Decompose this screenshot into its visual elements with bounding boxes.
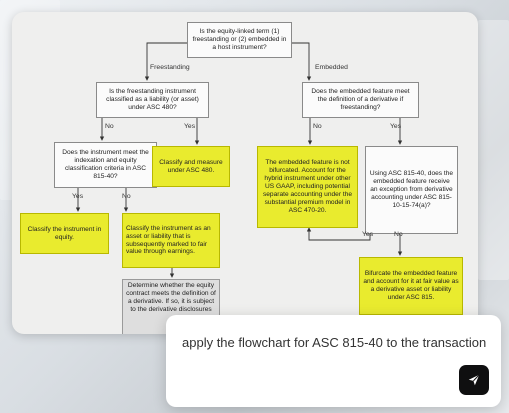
yes-label: Yes: [72, 193, 84, 200]
no-label: No: [313, 123, 322, 130]
exception-question-text: Using ASC 815-40, does the embedded feat…: [369, 170, 454, 209]
asset-liability-box: Classify the instrument as an asset or l…: [122, 213, 220, 268]
no-label: No: [394, 231, 403, 238]
embedded-label: Embedded: [315, 64, 348, 71]
embedded-derivative-question-box: Does the embedded feature meet the defin…: [302, 82, 419, 118]
yes-label: Yes: [362, 231, 374, 238]
start-question-text: Is the equity-linked term (1) freestandi…: [192, 28, 287, 51]
not-bifurcated-text: The embedded feature is not bifurcated. …: [262, 159, 353, 214]
classify-equity-text: Classify the instrument in equity.: [27, 225, 102, 241]
send-button[interactable]: [459, 365, 489, 395]
flowchart-connectors: [75, 42, 403, 278]
send-icon: [468, 374, 480, 386]
freestanding-label: Freestanding: [150, 64, 190, 71]
determine-derivative-text: Determine whether the equity contract me…: [126, 282, 216, 313]
bifurcate-box: Bifurcate the embedded feature and accou…: [359, 257, 463, 315]
indexation-question-text: Does the instrument meet the indexation …: [62, 149, 149, 180]
bifurcate-text: Bifurcate the embedded feature and accou…: [363, 270, 459, 301]
flowchart-card: Is the equity-linked term (1) freestandi…: [12, 12, 478, 334]
indexation-question-box: Does the instrument meet the indexation …: [54, 142, 157, 188]
asset-liability-text: Classify the instrument as an asset or l…: [126, 224, 211, 256]
chat-prompt-box[interactable]: apply the flowchart for ASC 815-40 to th…: [166, 315, 501, 407]
not-bifurcated-box: The embedded feature is not bifurcated. …: [257, 146, 358, 228]
no-label: No: [105, 123, 114, 130]
liability-question-text: Is the freestanding instrument classifie…: [106, 88, 199, 111]
no-label: No: [122, 193, 131, 200]
exception-question-box: Using ASC 815-40, does the embedded feat…: [365, 146, 458, 234]
classify-measure-text: Classify and measure under ASC 480.: [159, 158, 223, 174]
embedded-derivative-question-text: Does the embedded feature meet the defin…: [311, 88, 410, 111]
start-question-box: Is the equity-linked term (1) freestandi…: [187, 22, 292, 58]
prompt-input[interactable]: apply the flowchart for ASC 815-40 to th…: [182, 335, 487, 350]
yes-label: Yes: [390, 123, 402, 130]
yes-label: Yes: [184, 123, 196, 130]
liability-question-box: Is the freestanding instrument classifie…: [96, 82, 209, 118]
classify-equity-box: Classify the instrument in equity.: [20, 213, 109, 254]
background-window: [478, 20, 509, 280]
classify-measure-box: Classify and measure under ASC 480.: [152, 146, 230, 187]
